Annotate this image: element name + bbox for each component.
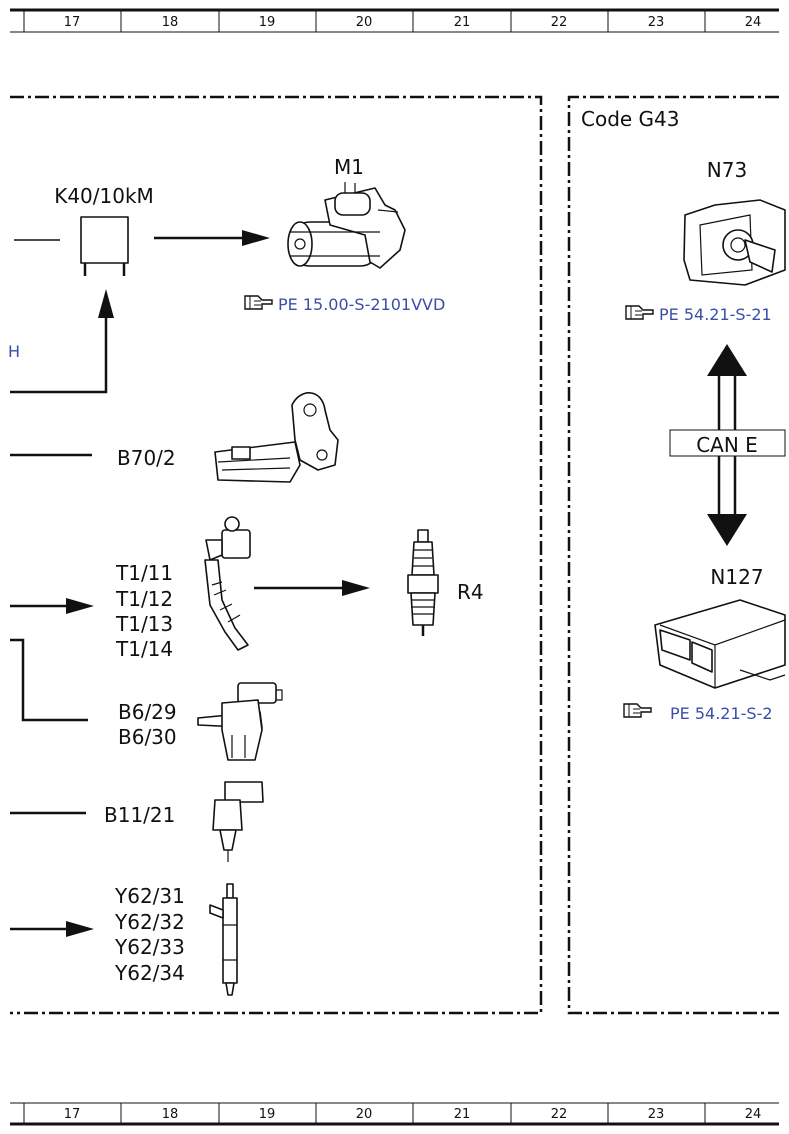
ruler-bottom-cell: 23 — [648, 1107, 665, 1122]
y62-label: Y62/33 — [114, 935, 185, 959]
b6-label: B6/30 — [118, 725, 177, 749]
crankshaft-sensor-icon — [214, 392, 339, 483]
temperature-sensor-icon — [212, 781, 264, 862]
k40-label: K40/10kM — [54, 184, 154, 208]
ruler-top: 17 18 19 20 21 22 23 24 — [10, 8, 779, 33]
ruler-bottom-cell: 21 — [454, 1107, 471, 1122]
t1-label: T1/14 — [115, 637, 173, 661]
fuel-injector-icon — [209, 883, 238, 996]
r4-label: R4 — [457, 580, 484, 604]
ignition-switch-icon — [683, 199, 786, 286]
ruler-bottom-cell: 18 — [162, 1107, 179, 1122]
ruler-bottom-cell: 20 — [356, 1107, 373, 1122]
ruler-top-cell: 20 — [356, 15, 373, 30]
spark-plug-icon — [407, 529, 439, 636]
n127-reference-link[interactable]: PE 54.21-S-2 — [670, 704, 773, 723]
arrow-k40-to-m1 — [154, 230, 270, 246]
t1-label: T1/13 — [115, 612, 173, 636]
m1-reference-link[interactable]: PE 15.00-S-2101VVD — [278, 295, 445, 314]
arrow-t1-to-r4 — [254, 580, 370, 596]
k40-relay — [14, 216, 129, 276]
ruler-top-cell: 24 — [745, 15, 762, 30]
pointing-hand-icon — [625, 305, 654, 320]
y62-label: Y62/31 — [114, 884, 185, 908]
m1-label: M1 — [334, 155, 364, 179]
code-label: Code G43 — [581, 107, 680, 131]
b6-label: B6/29 — [118, 700, 177, 724]
n73-label: N73 — [707, 158, 747, 182]
t1-label: T1/11 — [115, 561, 173, 585]
left-panel-frame — [10, 95, 543, 1015]
ruler-bottom-cell: 22 — [551, 1107, 568, 1122]
feed-into-k40 — [10, 289, 114, 394]
can-bus-label: CAN E — [696, 433, 758, 457]
b70-label: B70/2 — [117, 446, 176, 470]
ruler-top-cell: 18 — [162, 15, 179, 30]
ignition-coil-icon — [204, 516, 251, 651]
right-panel-frame — [567, 95, 779, 1015]
cut-off-label: H — [8, 342, 20, 361]
can-bus-arrow — [669, 344, 786, 546]
ruler-bottom: 17 18 19 20 21 22 23 24 — [10, 1102, 779, 1126]
wire-b6 — [10, 638, 88, 722]
arrow-into-t1 — [10, 598, 94, 614]
n73-reference-link[interactable]: PE 54.21-S-21 — [659, 305, 772, 324]
t1-label: T1/12 — [115, 587, 173, 611]
pointing-hand-icon — [244, 295, 273, 310]
ruler-top-cell: 21 — [454, 15, 471, 30]
control-unit-icon — [654, 599, 786, 689]
starter-motor-icon — [287, 182, 406, 269]
camshaft-sensor-icon — [197, 682, 283, 761]
y62-label: Y62/34 — [114, 961, 185, 985]
ruler-bottom-cell: 24 — [745, 1107, 762, 1122]
n127-label: N127 — [710, 565, 763, 589]
ruler-bottom-cell: 19 — [259, 1107, 276, 1122]
b11-label: B11/21 — [104, 803, 175, 827]
pointing-hand-icon — [623, 703, 652, 718]
ruler-top-cell: 17 — [64, 15, 81, 30]
ruler-top-cell: 19 — [259, 15, 276, 30]
ruler-bottom-cell: 17 — [64, 1107, 81, 1122]
ruler-top-cell: 22 — [551, 15, 568, 30]
ruler-top-cell: 23 — [648, 15, 665, 30]
y62-label: Y62/32 — [114, 910, 185, 934]
arrow-into-y62 — [10, 921, 94, 937]
